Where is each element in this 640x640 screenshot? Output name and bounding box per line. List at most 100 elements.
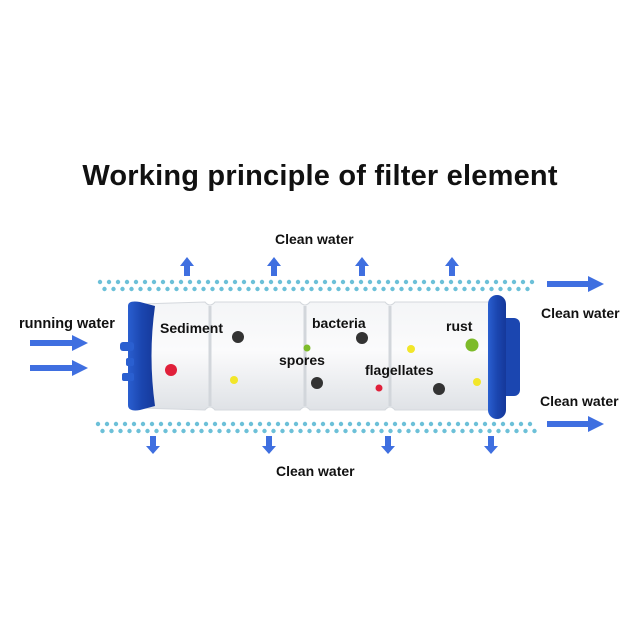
membrane-dot — [286, 279, 292, 285]
membrane-dot — [275, 421, 281, 427]
membrane-dot — [502, 279, 508, 285]
membrane-dot — [392, 421, 398, 427]
membrane-dot — [493, 279, 499, 285]
membrane-dot — [192, 286, 197, 292]
membrane-dot — [255, 286, 260, 292]
membrane-dot — [277, 279, 283, 285]
membrane-dot — [401, 421, 407, 427]
membrane-dot — [241, 279, 247, 285]
membrane-dot — [226, 428, 231, 434]
membrane-dot — [496, 428, 501, 434]
membrane-dot — [163, 428, 168, 434]
membrane-dot — [250, 279, 256, 285]
membrane-dot — [376, 279, 382, 285]
membrane-dot — [428, 421, 434, 427]
membrane-dot — [457, 279, 463, 285]
membrane-dot — [214, 279, 220, 285]
membrane-dot — [397, 428, 402, 434]
membrane-dot — [304, 279, 310, 285]
membrane-dot — [273, 286, 278, 292]
membrane-dot — [406, 428, 411, 434]
membrane-dot — [307, 428, 312, 434]
membrane-dot — [489, 286, 494, 292]
membrane-dot — [475, 279, 481, 285]
membrane-dot — [356, 421, 362, 427]
particles — [165, 331, 481, 395]
membrane-dot — [185, 421, 191, 427]
membrane-dot — [529, 279, 535, 285]
membrane-dot — [178, 279, 184, 285]
membrane-dot — [487, 428, 492, 434]
membrane-dot — [523, 428, 528, 434]
membrane-dot — [500, 421, 506, 427]
label-flagellates: flagellates — [365, 362, 434, 378]
membrane-dot — [102, 286, 107, 292]
membrane-dot — [174, 286, 179, 292]
membrane-dot — [181, 428, 186, 434]
membrane-dot — [491, 421, 497, 427]
membrane-dot — [140, 421, 146, 427]
membrane-dot — [327, 286, 332, 292]
membrane-dot — [259, 279, 265, 285]
membrane-dot — [480, 286, 485, 292]
membrane-dot — [525, 286, 530, 292]
membrane-dot — [147, 286, 152, 292]
membrane-dot — [426, 286, 431, 292]
membrane-dot — [464, 421, 470, 427]
membrane-dot — [511, 279, 517, 285]
membrane-dot — [104, 421, 110, 427]
membrane-dot — [127, 428, 132, 434]
membrane-dot — [466, 279, 472, 285]
membrane-dot — [208, 428, 213, 434]
membrane-top — [97, 279, 535, 292]
membrane-dot — [469, 428, 474, 434]
membrane-dot — [532, 428, 537, 434]
particle-yellow — [230, 376, 238, 384]
membrane-dot — [435, 286, 440, 292]
arrow-down-icon — [146, 436, 160, 454]
membrane-dot — [239, 421, 245, 427]
arrow-down-icon — [484, 436, 498, 454]
membrane-dot — [316, 428, 321, 434]
membrane-dot — [300, 286, 305, 292]
membrane-dot — [295, 279, 301, 285]
membrane-dot — [95, 421, 101, 427]
membrane-dot — [156, 286, 161, 292]
membrane-dot — [520, 279, 526, 285]
membrane-dot — [149, 421, 155, 427]
membrane-dot — [462, 286, 467, 292]
membrane-dot — [394, 279, 400, 285]
particle-yellow — [407, 345, 415, 353]
membrane-dot — [246, 286, 251, 292]
membrane-dot — [388, 428, 393, 434]
membrane-dot — [358, 279, 364, 285]
membrane-dot — [228, 286, 233, 292]
membrane-dot — [403, 279, 409, 285]
membrane-dot — [302, 421, 308, 427]
membrane-dot — [478, 428, 483, 434]
membrane-dot — [365, 421, 371, 427]
membrane-dot — [507, 286, 512, 292]
membrane-dot — [309, 286, 314, 292]
membrane-dot — [484, 279, 490, 285]
membrane-dot — [473, 421, 479, 427]
membrane-dot — [154, 428, 159, 434]
membrane-dot — [505, 428, 510, 434]
membrane-dot — [282, 286, 287, 292]
membrane-dot — [176, 421, 182, 427]
label-spores: spores — [279, 352, 325, 368]
membrane-dot — [451, 428, 456, 434]
membrane-dot — [131, 421, 137, 427]
membrane-dot — [311, 421, 317, 427]
membrane-dot — [187, 279, 193, 285]
membrane-dot — [219, 286, 224, 292]
membrane-bottom — [95, 421, 537, 434]
membrane-dot — [120, 286, 125, 292]
running-water-label: running water — [19, 316, 115, 332]
membrane-dot — [444, 286, 449, 292]
membrane-dot — [129, 286, 134, 292]
membrane-dot — [111, 286, 116, 292]
membrane-dot — [237, 286, 242, 292]
membrane-dot — [262, 428, 267, 434]
particle-red — [375, 384, 383, 392]
